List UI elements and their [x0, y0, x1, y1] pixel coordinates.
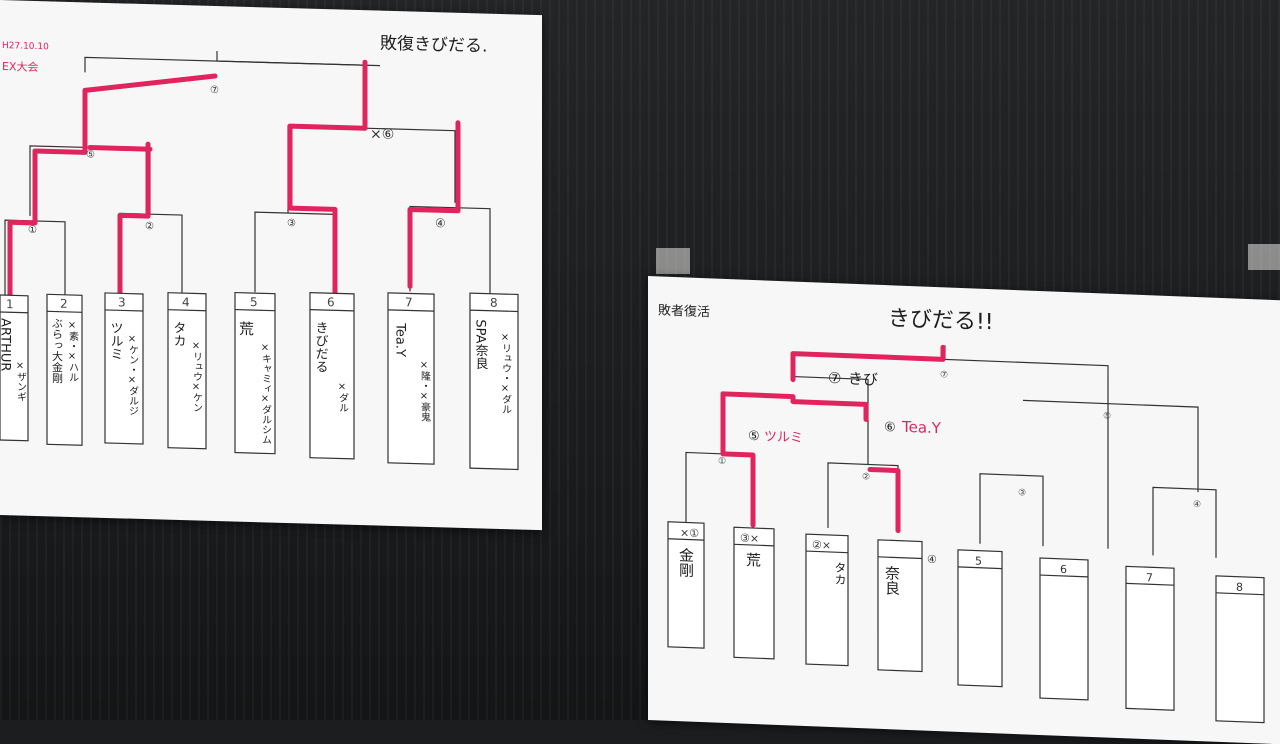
slot-number: ×①: [680, 526, 699, 540]
entrant-name: 金剛: [677, 547, 695, 579]
entrant-opponents: ×ザンギ: [15, 360, 27, 401]
entrant-opponents: ×ダル: [337, 381, 349, 412]
entrant-name: ぶらっ大金剛: [51, 317, 64, 384]
slot-number: 6: [1060, 563, 1067, 576]
entrant-opponents: ×隆・×豪鬼: [419, 360, 431, 423]
entrant-opponents: ×キャミィ×ダルシム: [260, 342, 272, 444]
semi-mark: ⑤: [1103, 411, 1111, 421]
losers-bracket-sheet: ×① ③× ②× ④ 5 6 7 8 金剛 荒 タカ 奈良 ① ② ③ ④ ⑤ …: [648, 276, 1280, 744]
final-winner-name: きび: [848, 370, 878, 389]
final-winner-mark: ⑦: [828, 369, 841, 388]
winner-note: きびだる!!: [888, 306, 994, 335]
winner-note: 敗復きびだる.: [380, 34, 487, 57]
slot-number: 7: [405, 295, 413, 309]
entrant-name: タカ: [833, 561, 847, 586]
r1-mark: ③: [1018, 488, 1026, 498]
semi-left-winner-name: ツルミ: [764, 429, 803, 445]
slot-number: 8: [490, 296, 498, 310]
semi-right-winner-name: Tea.Y: [901, 418, 942, 438]
entrant-name: ツルミ: [108, 321, 123, 360]
r1-number: ①: [28, 225, 37, 236]
tape-strip: [656, 248, 690, 274]
r1-mark: ②: [862, 472, 870, 482]
entrant-opponents: ×リュウ×ケン: [191, 340, 203, 412]
r1-mark: ①: [718, 457, 726, 467]
slot-number: ③×: [740, 532, 759, 546]
r1-mark: ④: [1193, 500, 1201, 510]
entrant-name: Tea.Y: [393, 322, 408, 357]
entrant-name: 荒: [237, 321, 255, 338]
final-mark: ⑦: [940, 370, 948, 380]
slot-number: ④: [927, 553, 937, 566]
main-bracket-sheet: ⑦ ⑤ ×⑥ ① ② ③ ④ 1 2 3 4 5 6 7 8 ARTHUR ×ザ…: [0, 0, 542, 531]
slot-number: 6: [327, 295, 335, 309]
r1-number: ②: [145, 221, 154, 232]
entrant-name: ARTHUR: [0, 318, 12, 372]
semi-left-number: ⑤: [86, 149, 95, 160]
semi-right-winner-mark: ⑥: [884, 420, 896, 435]
semi-left-winner-mark: ⑤: [748, 429, 760, 444]
main-bracket-lines: ⑦ ⑤ ×⑥ ① ② ③ ④ 1 2 3 4 5 6 7 8 ARTHUR ×ザ…: [0, 34, 519, 471]
entrant-opponents: ×ケン・×ダルジ: [127, 334, 139, 416]
losers-bracket-lines: ×① ③× ②× ④ 5 6 7 8 金剛 荒 タカ 奈良 ① ② ③ ④ ⑤ …: [658, 302, 1265, 724]
r1-number: ③: [287, 218, 296, 229]
slot-number: 7: [1146, 571, 1153, 584]
entrant-name: 荒: [744, 552, 762, 569]
entrant-opponents: ×素・×ハル: [67, 320, 79, 382]
slot-number: 8: [1236, 581, 1243, 594]
entrant-name: SPA奈良: [473, 319, 488, 370]
entrant-name: きびだる: [313, 321, 328, 373]
tape-strip: [1248, 244, 1280, 270]
entrant-opponents: ×リュウ・×ダル: [500, 332, 512, 414]
entrant-name: タカ: [171, 321, 186, 348]
sheet-title: 敗者復活: [658, 302, 710, 320]
final-match-number: ⑦: [210, 85, 219, 96]
entrant-name: 奈良: [883, 565, 901, 596]
slot-number: 1: [6, 297, 14, 311]
slot-number: ②×: [812, 538, 831, 552]
r1-number: ④: [435, 216, 446, 230]
slot-number: 2: [60, 297, 68, 311]
date-note: H27.10.10: [2, 41, 49, 52]
slot-number: 4: [182, 295, 190, 309]
event-note: EX大会: [2, 59, 38, 74]
slot-number: 3: [118, 295, 126, 309]
semi-right-number: ×⑥: [370, 126, 394, 143]
slot-number: 5: [975, 555, 982, 568]
slot-number: 5: [250, 295, 258, 309]
